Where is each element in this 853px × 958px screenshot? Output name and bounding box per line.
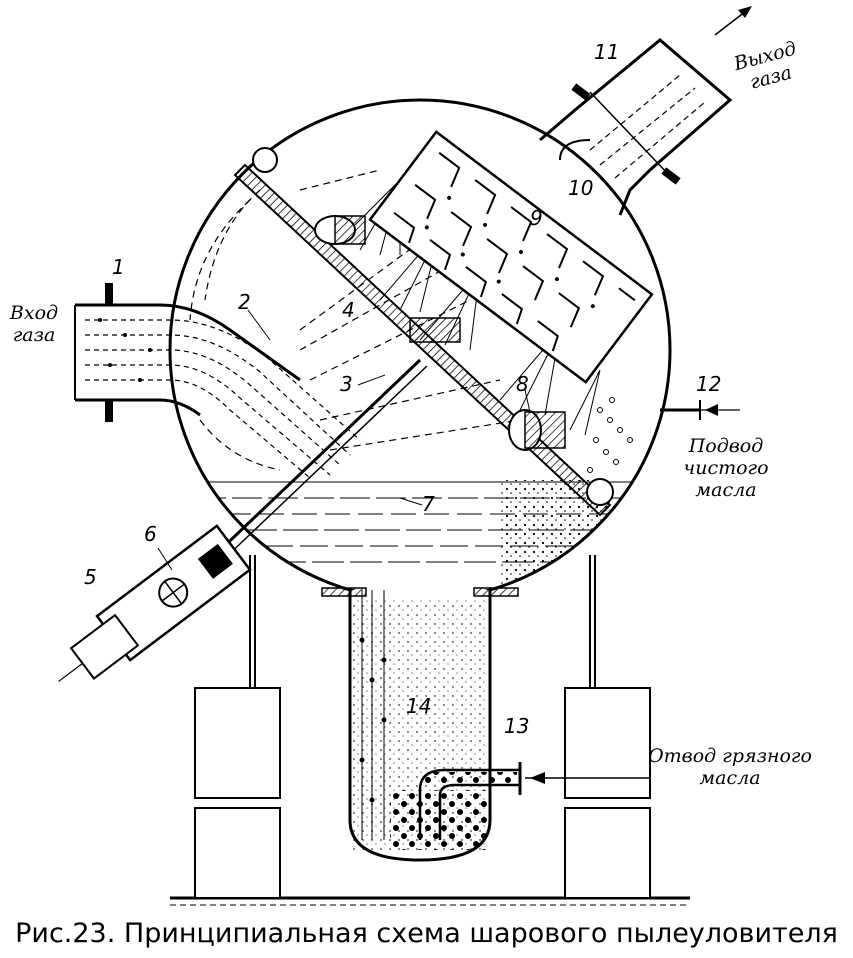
clean-oil-droplets xyxy=(587,397,633,473)
gas-inlet-label-line2: газа xyxy=(12,324,56,346)
gas-outlet-duct xyxy=(539,6,752,216)
dirty-oil-label-line2: масла xyxy=(699,767,761,789)
float-top xyxy=(252,147,278,173)
label-7: 7 xyxy=(422,492,435,516)
dirty-oil-label: Отвод грязного масла xyxy=(640,745,820,789)
clean-oil-label: Подвод чистого масла xyxy=(676,435,776,501)
label-2: 2 xyxy=(238,290,251,314)
separator-block xyxy=(368,130,654,384)
figure-caption: Рис.23. Принципиальная схема шарового пы… xyxy=(15,918,838,949)
label-14: 14 xyxy=(406,694,432,718)
label-6: 6 xyxy=(144,522,157,546)
gas-inlet-pipe xyxy=(74,283,361,479)
settling-pipe xyxy=(321,587,650,862)
ground xyxy=(170,896,690,906)
dirty-oil-label-line1: Отвод грязного xyxy=(648,745,812,767)
clean-oil-label-line1: Подвод xyxy=(688,435,764,457)
left-support xyxy=(194,555,281,899)
cylinder-8 xyxy=(508,409,566,451)
cylinder-mid xyxy=(409,317,461,343)
gas-inlet-label: Вход газа xyxy=(4,302,64,346)
clean-oil-inlet xyxy=(660,400,740,420)
label-11: 11 xyxy=(594,40,620,64)
label-5: 5 xyxy=(84,565,97,589)
label-9: 9 xyxy=(530,206,543,230)
float-bottom xyxy=(586,478,614,506)
label-4: 4 xyxy=(342,298,355,322)
cylinder-top xyxy=(314,215,366,245)
label-13: 13 xyxy=(504,714,530,738)
clean-oil-label-line2: чистого xyxy=(683,457,769,479)
gas-inlet-label-line1: Вход xyxy=(9,302,59,324)
label-3: 3 xyxy=(340,372,353,396)
right-support xyxy=(564,555,651,899)
shaft-edge xyxy=(221,365,428,562)
shaft xyxy=(213,358,422,557)
label-1: 1 xyxy=(112,255,125,279)
label-10: 10 xyxy=(568,176,594,200)
label-8: 8 xyxy=(516,372,529,396)
leader-lines xyxy=(157,309,531,571)
drive-unit xyxy=(58,524,252,682)
label-12: 12 xyxy=(696,372,722,396)
clean-oil-label-line3: масла xyxy=(695,479,757,501)
